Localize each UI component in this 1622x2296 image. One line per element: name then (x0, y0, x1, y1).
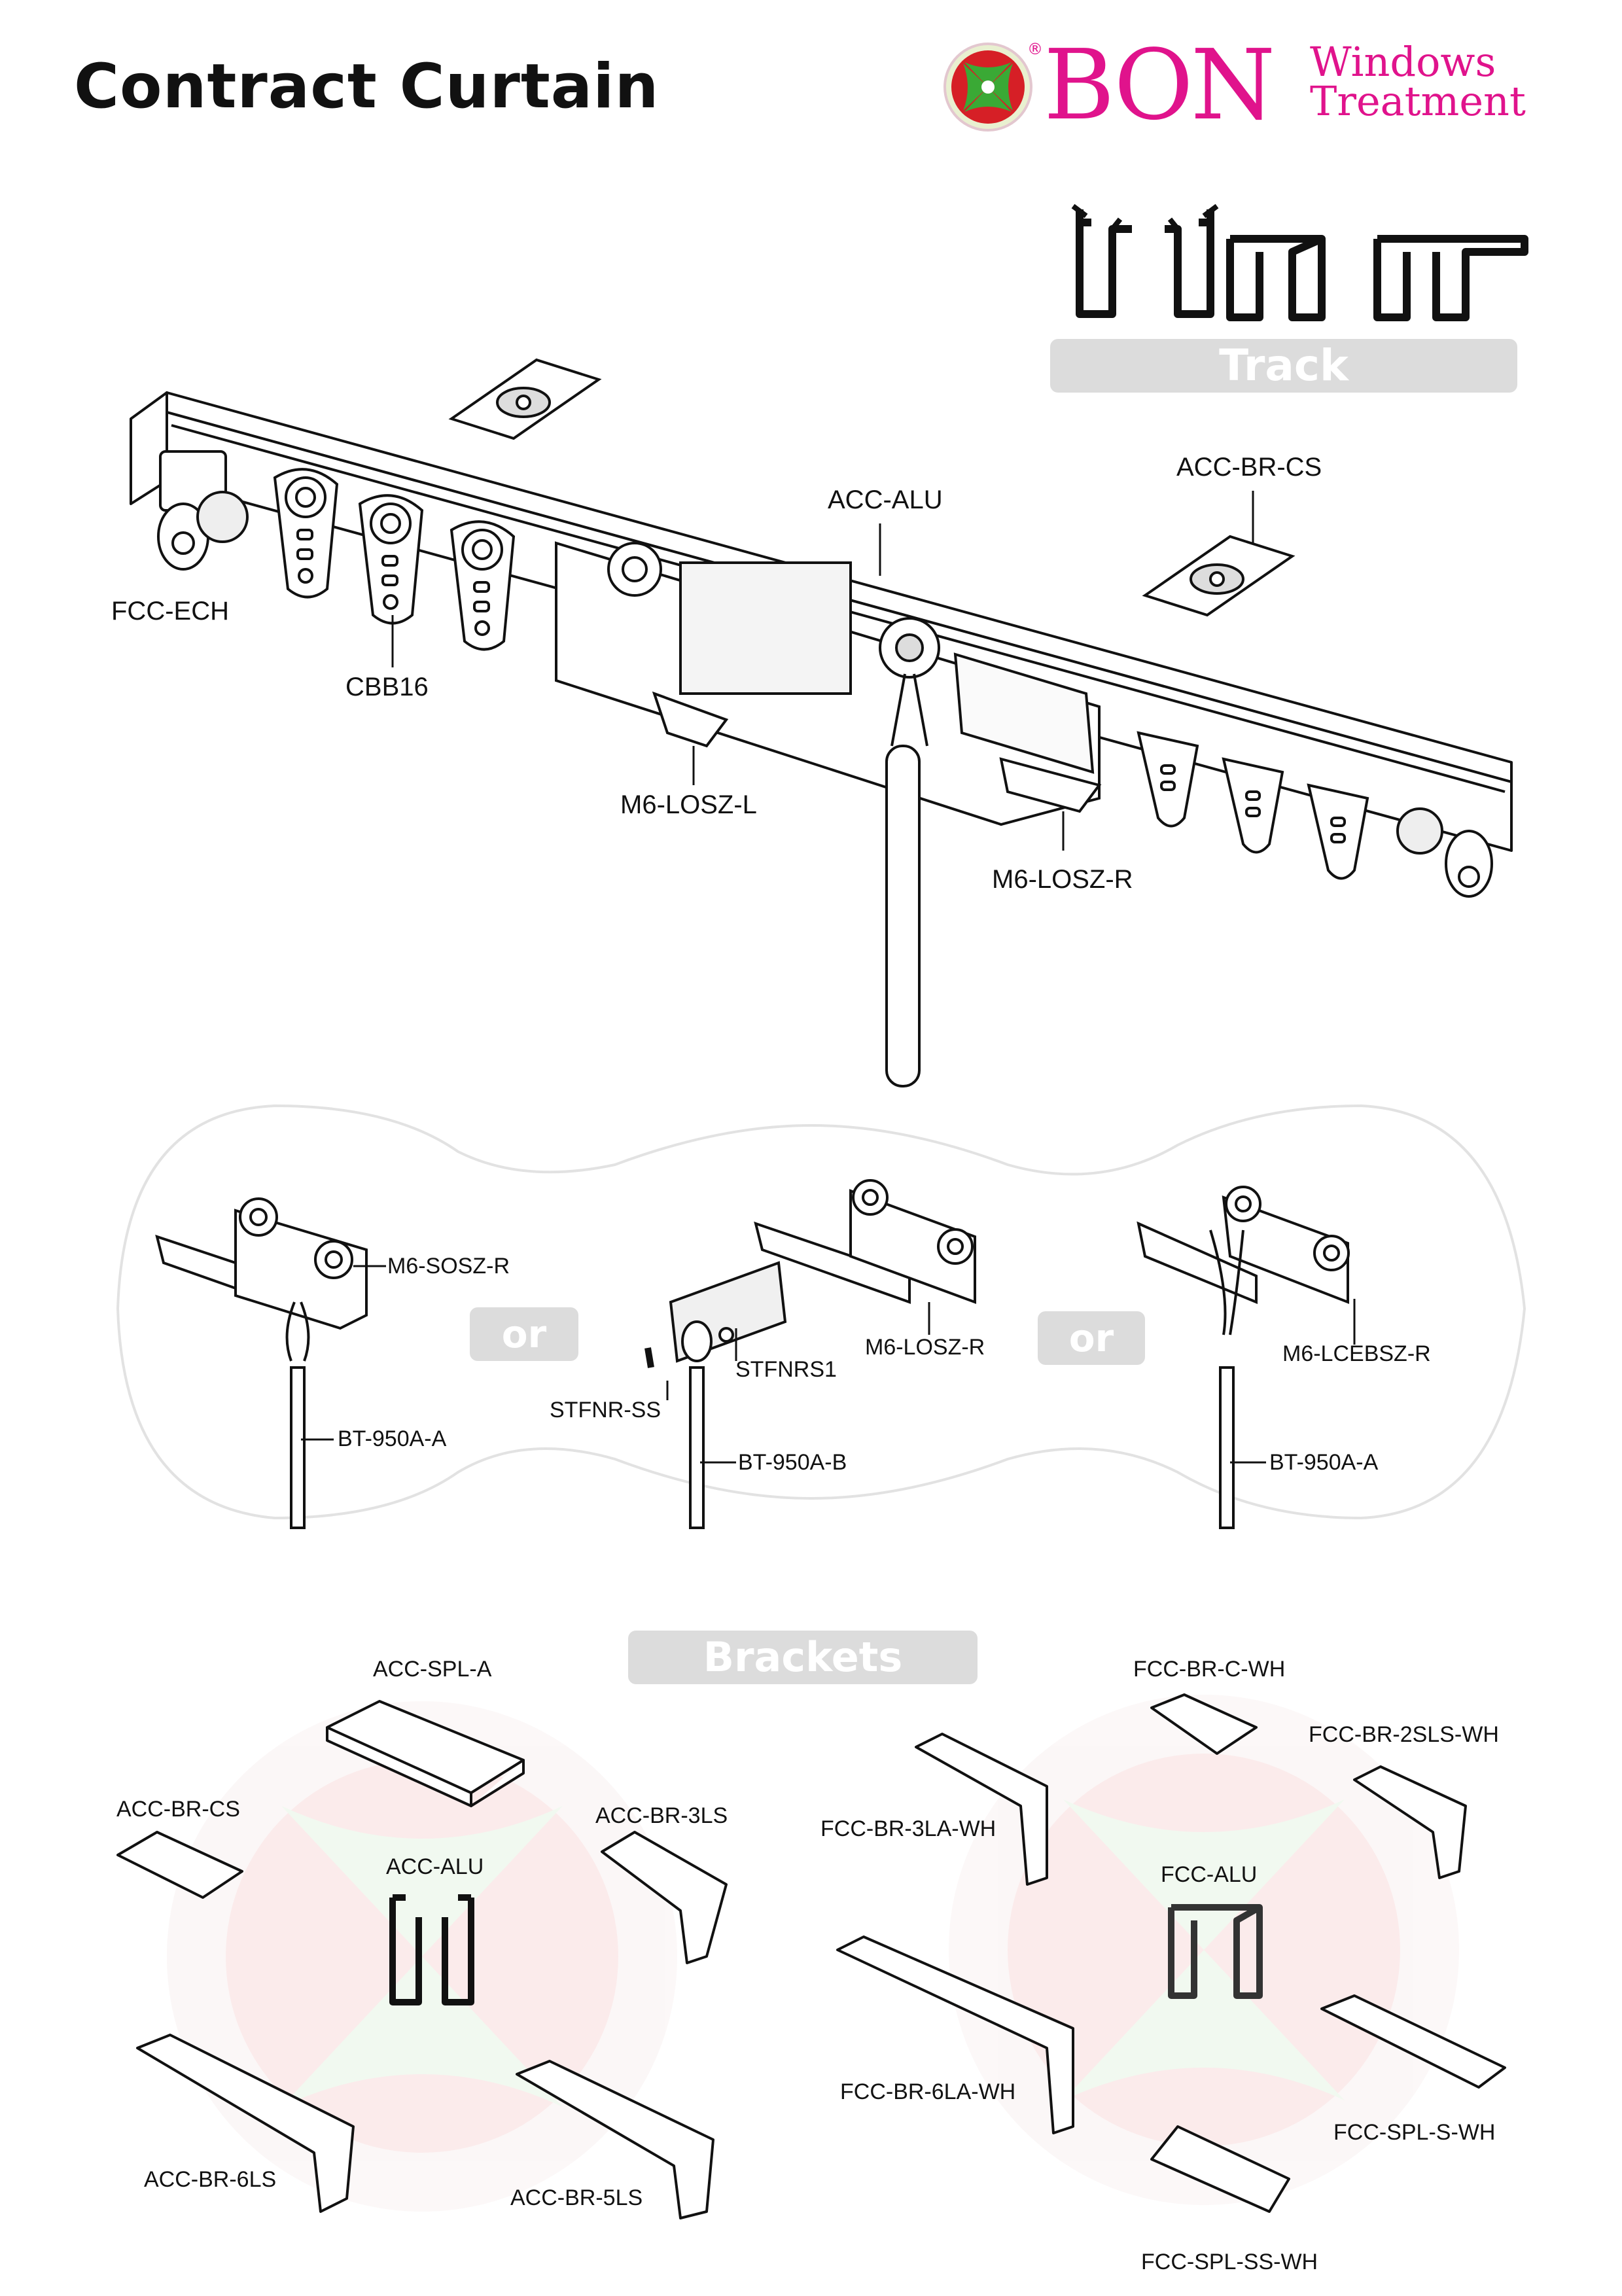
label-stfnrs1: STFNRS1 (735, 1357, 837, 1382)
label-fcc-spl-ss-wh: FCC-SPL-SS-WH (1141, 2250, 1318, 2274)
glider-group-left (273, 468, 516, 651)
ceiling-bracket-right-icon (1142, 535, 1296, 617)
acc-br-6ls-icon (136, 2034, 355, 2213)
option1-carrier-icon (155, 1197, 368, 1529)
option3-carrier-icon (1137, 1186, 1350, 1529)
acc-spl-a-icon (326, 1700, 525, 1807)
label-acc-br-5ls: ACC-BR-5LS (510, 2185, 643, 2210)
fcc-br-3la-wh-icon (915, 1733, 1048, 1886)
or-badge-2: or (1038, 1311, 1145, 1365)
end-cap-right-icon (1396, 807, 1493, 898)
page-title: Contract Curtain (74, 51, 660, 122)
options-cloud-outline (116, 1104, 1526, 1520)
track-profile-3-icon (1373, 235, 1528, 321)
fcc-spl-ss-wh-icon (1150, 2125, 1290, 2213)
acc-br-5ls-icon (516, 2060, 714, 2219)
flower-logo-icon (943, 43, 1032, 132)
label-acc-br-3ls: ACC-BR-3LS (595, 1803, 728, 1828)
track-section-label: Track (1050, 339, 1517, 393)
watermark-right-icon (949, 1695, 1459, 2205)
label-acc-alu: ACC-ALU (828, 486, 943, 514)
brackets-section-label: Brackets (628, 1631, 978, 1684)
label-acc-spl-a: ACC-SPL-A (373, 1657, 492, 1682)
acc-br-3ls-icon (601, 1831, 728, 1964)
label-fcc-br-6la-wh: FCC-BR-6LA-WH (840, 2079, 1016, 2104)
label-fcc-ech: FCC-ECH (111, 597, 229, 626)
track-profile-2-icon (1226, 235, 1326, 321)
label-option2-rod: BT-950A-B (738, 1450, 847, 1475)
label-stfnr-ss: STFNR-SS (550, 1398, 661, 1422)
label-fcc-spl-s-wh: FCC-SPL-S-WH (1333, 2120, 1496, 2145)
label-cbb16: CBB16 (345, 673, 429, 701)
ceiling-bracket-top-icon (448, 358, 602, 440)
acc-br-cs-icon (116, 1831, 243, 1899)
glider-group-right (1137, 731, 1369, 880)
label-option1-rod: BT-950A-A (338, 1426, 447, 1451)
label-m6-sosz-r: M6-SOSZ-R (387, 1254, 510, 1279)
label-fcc-alu: FCC-ALU (1161, 1862, 1258, 1887)
label-acc-alu-2: ACC-ALU (386, 1854, 484, 1879)
label-fcc-br-2sls-wh: FCC-BR-2SLS-WH (1309, 1722, 1499, 1747)
label-acc-br-cs-2: ACC-BR-CS (116, 1797, 240, 1822)
acc-alu-profile-icon (389, 1894, 474, 2005)
end-cap-left-icon (157, 450, 249, 571)
logo-line1: Windows (1310, 38, 1496, 86)
fcc-br-6la-wh-icon (836, 1935, 1074, 2134)
label-m6-losz-l: M6-LOSZ-L (620, 790, 757, 819)
registered-mark: ® (1027, 40, 1043, 58)
option2-carrier-icon (644, 1179, 976, 1529)
fcc-br-c-wh-icon (1150, 1693, 1258, 1755)
label-m6-losz-r: M6-LOSZ-R (992, 865, 1133, 894)
label-fcc-br-c-wh: FCC-BR-C-WH (1133, 1657, 1286, 1682)
baton-wand (885, 673, 928, 1087)
label-option2-carrier: M6-LOSZ-R (865, 1335, 985, 1360)
logo-line2: Treatment (1310, 77, 1526, 125)
or-badge-1: or (470, 1307, 578, 1361)
label-acc-br-6ls: ACC-BR-6LS (144, 2167, 277, 2192)
label-fcc-br-3la-wh: FCC-BR-3LA-WH (820, 1816, 996, 1841)
label-option3-rod: BT-950A-A (1269, 1450, 1379, 1475)
label-acc-br-cs: ACC-BR-CS (1176, 453, 1322, 482)
label-m6-lcebsz-r: M6-LCEBSZ-R (1282, 1341, 1431, 1366)
track-profile-1-icon (1071, 203, 1219, 318)
master-carrier-assembly (555, 541, 1102, 826)
fcc-alu-profile-icon (1168, 1904, 1263, 1999)
logo-brand-text: BON (1044, 29, 1275, 141)
fcc-spl-s-wh-icon (1320, 1994, 1506, 2089)
brand-logo: ® BON Windows Treatment (936, 36, 1557, 134)
fcc-br-2sls-wh-icon (1353, 1765, 1467, 1879)
